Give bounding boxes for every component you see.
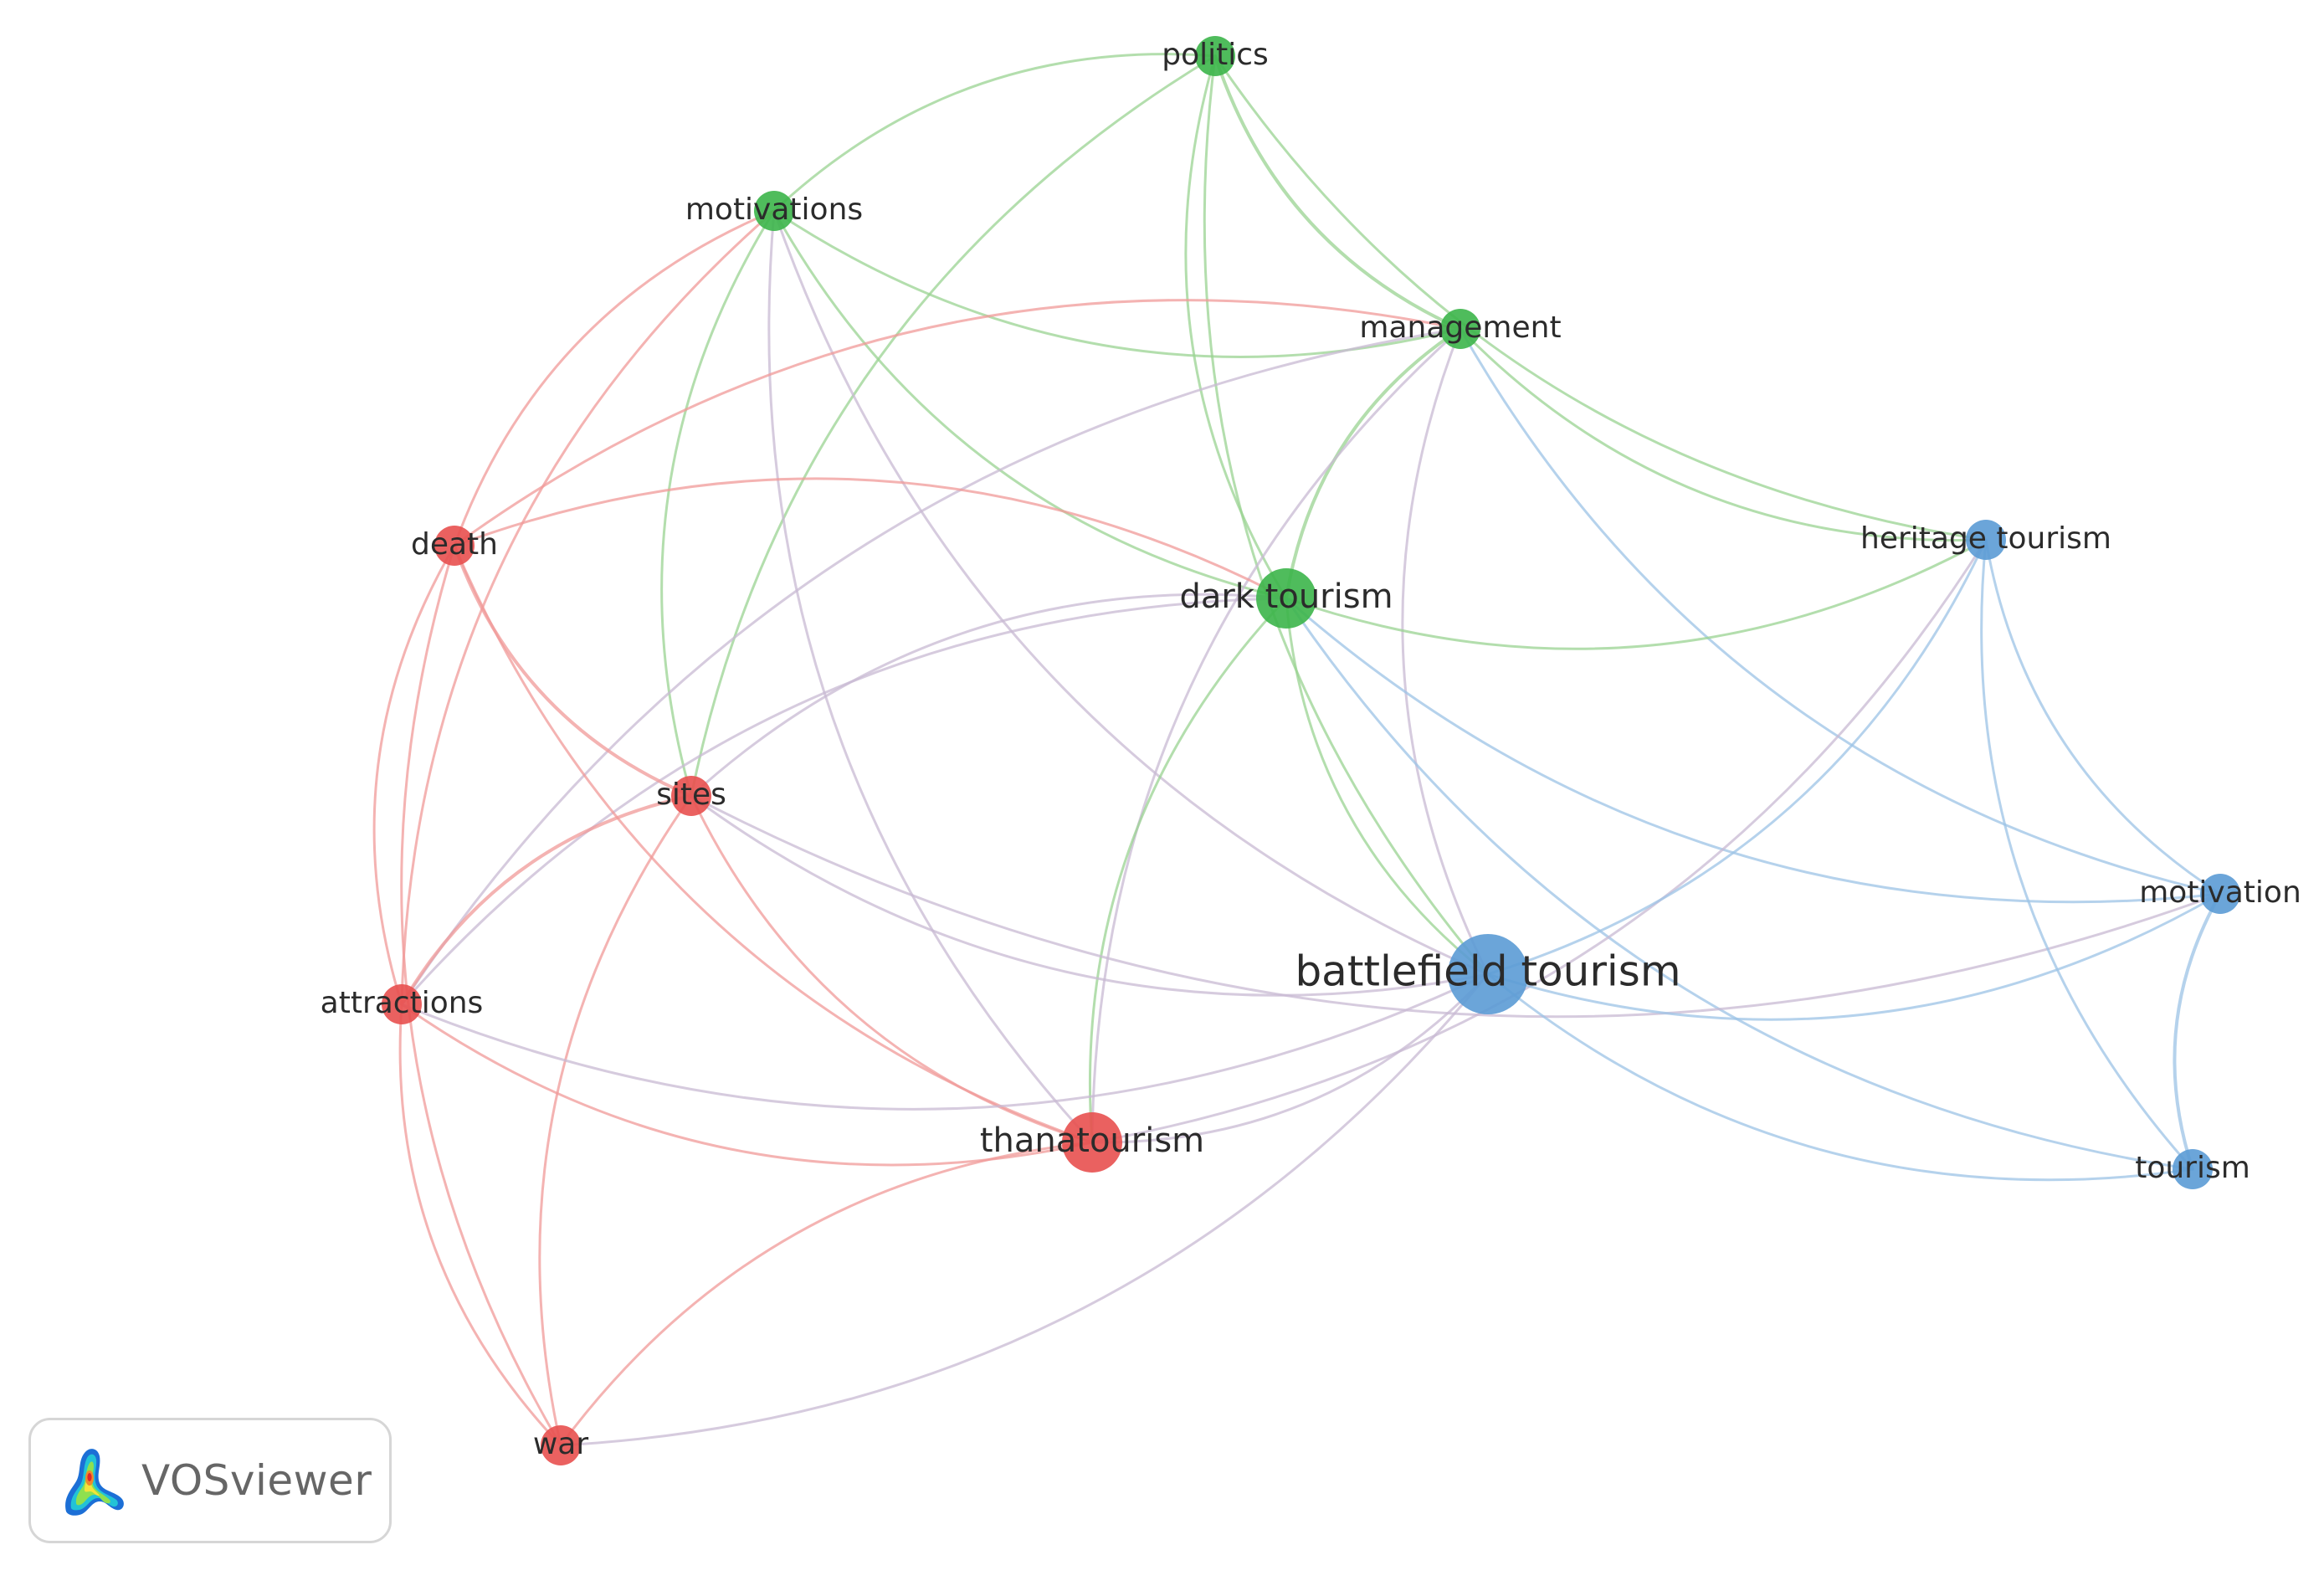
link-motivations-death <box>453 209 776 547</box>
link-dark-tourism-tourism <box>1285 597 2194 1171</box>
label-heritage-tourism: heritage tourism <box>1860 521 2111 556</box>
links-layer <box>372 53 2222 1447</box>
link-dark-tourism-death <box>453 477 1288 600</box>
link-death-attractions <box>372 544 456 1006</box>
link-motivation-tourism <box>2173 892 2222 1171</box>
node-attractions[interactable] <box>382 984 422 1024</box>
link-sites-war <box>538 794 693 1447</box>
link-battlefield-tourism-motivation <box>1486 892 2222 1021</box>
node-heritage-tourism[interactable] <box>1966 520 2006 560</box>
link-sites-attractions <box>400 794 693 1006</box>
link-dark-tourism-motivation <box>1285 597 2222 904</box>
label-tourism: tourism <box>2135 1151 2250 1185</box>
link-attractions-battlefield-tourism <box>400 973 1490 1111</box>
link-motivations-attractions <box>400 209 776 1006</box>
link-death-sites <box>453 544 693 798</box>
link-thanatourism-heritage-tourism <box>1090 538 1988 1144</box>
label-motivation: motivation <box>2139 875 2301 910</box>
link-management-thanatourism <box>1090 327 1462 1144</box>
vosviewer-badge: VOSviewer <box>28 1418 392 1543</box>
label-battlefield-tourism: battlefield tourism <box>1295 947 1680 996</box>
vosviewer-logo-icon <box>65 1449 124 1516</box>
link-war-battlefield-tourism <box>559 973 1490 1447</box>
link-motivations-dark-tourism <box>772 209 1288 600</box>
link-heritage-tourism-motivation <box>1984 538 2222 896</box>
labels-layer: politics motivations management dark touris… <box>321 38 2301 1461</box>
link-battlefield-tourism-tourism <box>1486 973 2194 1182</box>
link-battlefield-tourism-heritage-tourism <box>1486 538 1988 976</box>
node-sites[interactable] <box>671 776 711 816</box>
label-dark-tourism: dark tourism <box>1179 577 1393 616</box>
link-politics-battlefield-tourism <box>1203 54 1490 976</box>
node-death[interactable] <box>434 526 475 566</box>
label-politics: politics <box>1162 38 1269 72</box>
node-management[interactable] <box>1440 309 1480 349</box>
node-dark-tourism[interactable] <box>1256 568 1316 629</box>
link-dark-tourism-battlefield-tourism <box>1285 597 1490 976</box>
link-management-motivation <box>1459 327 2222 896</box>
link-motivations-battlefield-tourism <box>772 209 1490 976</box>
link-dark-tourism-attractions <box>400 597 1288 1006</box>
node-politics[interactable] <box>1195 36 1235 76</box>
link-dark-tourism-thanatourism <box>1088 597 1288 1144</box>
label-war: war <box>533 1427 589 1461</box>
link-management-attractions <box>400 327 1462 1006</box>
label-management: management <box>1359 311 1561 345</box>
link-thanatourism-war <box>559 1141 1094 1447</box>
node-motivation[interactable] <box>2200 874 2240 914</box>
label-sites: sites <box>656 778 726 812</box>
label-motivations: motivations <box>685 192 863 227</box>
link-politics-sites <box>690 54 1217 798</box>
node-battlefield-tourism[interactable] <box>1448 934 1528 1014</box>
node-motivations[interactable] <box>754 191 794 231</box>
link-motivations-sites <box>660 209 776 798</box>
link-motivations-management <box>772 209 1462 358</box>
link-management-battlefield-tourism <box>1401 327 1490 976</box>
link-sites-thanatourism <box>690 794 1094 1144</box>
link-management-heritage-tourism <box>1459 327 1988 542</box>
label-thanatourism: thanatourism <box>980 1121 1204 1160</box>
link-attractions-war <box>398 1003 562 1447</box>
link-dark-tourism-sites <box>690 593 1288 798</box>
link-management-dark-tourism <box>1285 327 1462 600</box>
label-death: death <box>411 527 498 562</box>
link-sites-battlefield-tourism <box>690 794 1490 997</box>
nodes-layer <box>382 36 2240 1465</box>
label-attractions: attractions <box>321 986 484 1020</box>
link-thanatourism-battlefield-tourism <box>1090 973 1490 1144</box>
link-heritage-tourism-tourism <box>1980 538 2194 1171</box>
link-politics-heritage-tourism <box>1213 54 1988 541</box>
node-thanatourism[interactable] <box>1062 1112 1122 1173</box>
link-dark-tourism-heritage-tourism <box>1285 538 1988 650</box>
link-motivations-thanatourism <box>767 209 1094 1144</box>
link-politics-dark-tourism <box>1184 54 1288 600</box>
node-war[interactable] <box>541 1425 581 1465</box>
link-politics-management <box>1213 54 1462 331</box>
node-tourism[interactable] <box>2173 1149 2213 1189</box>
link-politics-motivations <box>772 53 1217 213</box>
vosviewer-brand-name: VOSviewer <box>141 1456 372 1505</box>
link-management-death <box>453 299 1462 547</box>
link-sites-motivation <box>690 794 2222 1019</box>
